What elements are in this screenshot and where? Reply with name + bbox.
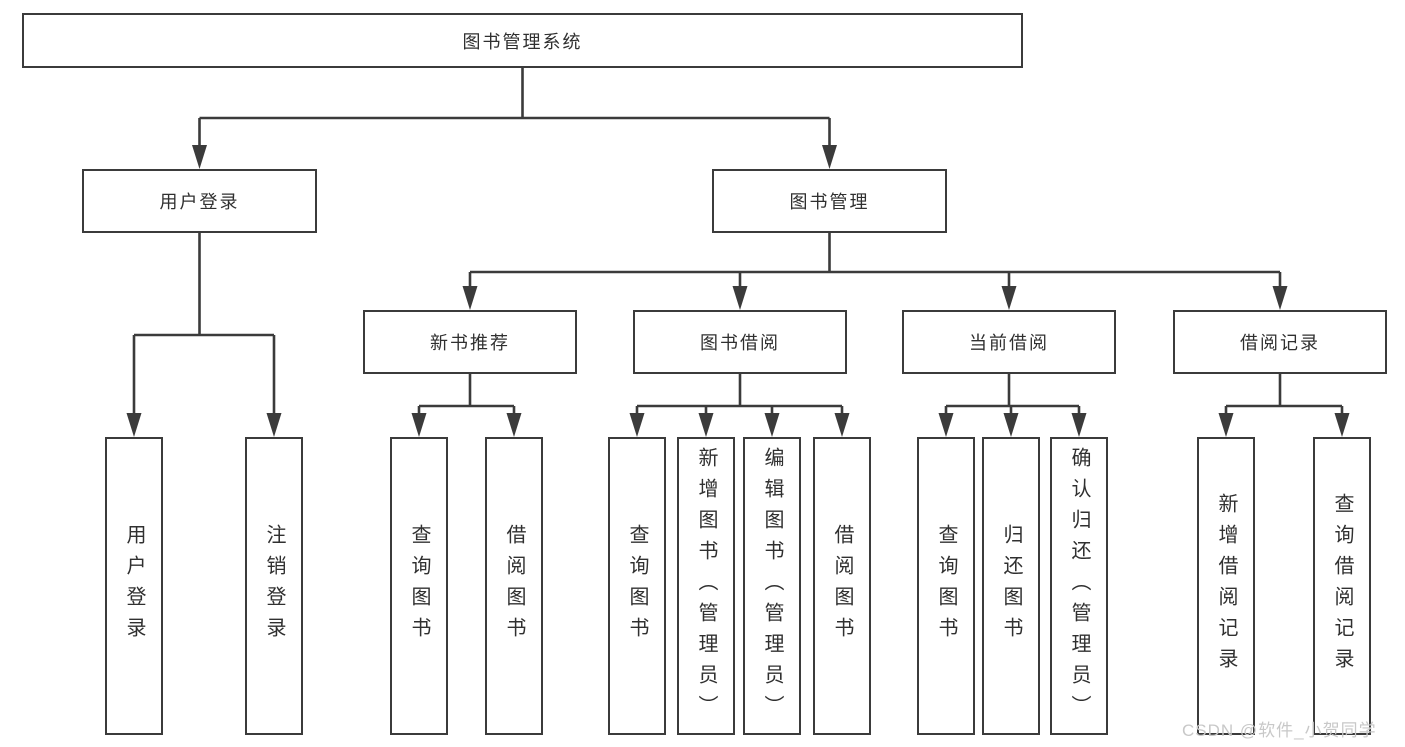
node-label: 用户登录: [123, 524, 145, 648]
edge-line: [1224, 374, 1344, 417]
arrowhead-down-icon: [462, 286, 478, 310]
edge-group: [938, 374, 1087, 437]
node-leaf-borrow-query-book: 查询图书: [608, 437, 666, 735]
node-label: 借阅图书: [503, 524, 525, 648]
node-label: 用户登录: [159, 192, 240, 212]
node-label: 当前借阅: [969, 333, 1049, 353]
arrowhead-down-icon: [698, 413, 714, 437]
arrowhead-down-icon: [192, 145, 207, 169]
node-leaf-return-book: 归还图书: [982, 437, 1040, 735]
arrowhead-down-icon: [266, 413, 282, 437]
node-label: 归还图书: [1000, 524, 1022, 648]
node-borrow-record: 借阅记录: [1173, 310, 1387, 374]
node-label: 图书管理系统: [462, 31, 583, 52]
edge-line: [417, 374, 516, 417]
node-leaf-recommend-borrow-book: 借阅图书: [485, 437, 543, 735]
edge-group: [411, 374, 522, 437]
edge-group: [192, 68, 837, 169]
arrowhead-down-icon: [629, 413, 645, 437]
arrowhead-down-icon: [764, 413, 780, 437]
arrowhead-down-icon: [1218, 413, 1234, 437]
node-current-borrow: 当前借阅: [902, 310, 1116, 374]
csdn-watermark: CSDN @软件_小贺同学: [1182, 721, 1377, 740]
node-label: 新增借阅记录: [1215, 493, 1237, 679]
arrowhead-down-icon: [411, 413, 427, 437]
edge-group: [1218, 374, 1350, 437]
node-label: 查询图书: [408, 524, 430, 648]
node-label: 注销登录: [263, 524, 285, 648]
edge-group: [462, 233, 1288, 310]
node-leaf-recommend-query-book: 查询图书: [390, 437, 448, 735]
arrowhead-down-icon: [1272, 286, 1288, 310]
node-leaf-add-borrow-record: 新增借阅记录: [1197, 437, 1255, 735]
node-label: 查询图书: [935, 524, 957, 648]
arrowhead-down-icon: [1334, 413, 1350, 437]
arrowhead-down-icon: [1001, 286, 1017, 310]
edge-line: [944, 374, 1081, 417]
edge-line: [468, 233, 1282, 290]
edge-line: [132, 233, 276, 417]
node-label: 借阅图书: [831, 524, 853, 648]
node-new-book-recommend: 新书推荐: [363, 310, 577, 374]
node-label: 借阅记录: [1240, 333, 1320, 353]
node-label: 查询图书: [626, 524, 648, 648]
node-leaf-query-borrow-record: 查询借阅记录: [1313, 437, 1371, 735]
node-label: 新书推荐: [430, 333, 510, 353]
arrowhead-down-icon: [938, 413, 954, 437]
arrowhead-down-icon: [822, 145, 837, 169]
node-leaf-logout: 注销登录: [245, 437, 303, 735]
node-book-management: 图书管理: [712, 169, 947, 233]
node-leaf-borrow-borrow-book: 借阅图书: [813, 437, 871, 735]
arrowhead-down-icon: [732, 286, 748, 310]
node-book-borrow: 图书借阅: [633, 310, 847, 374]
node-system-root: 图书管理系统: [22, 13, 1023, 68]
node-label: 图书管理: [789, 192, 870, 212]
node-leaf-edit-book-admin: 编辑图书（管理员）: [743, 437, 801, 735]
node-label: 确认归还（管理员）: [1068, 446, 1090, 726]
node-leaf-add-book-admin: 新增图书（管理员）: [677, 437, 735, 735]
edge-line: [198, 68, 831, 149]
arrowhead-down-icon: [834, 413, 850, 437]
node-user-login: 用户登录: [82, 169, 317, 233]
arrowhead-down-icon: [1003, 413, 1019, 437]
node-leaf-confirm-return-admin: 确认归还（管理员）: [1050, 437, 1108, 735]
node-label: 图书借阅: [700, 333, 780, 353]
arrowhead-down-icon: [126, 413, 142, 437]
arrowhead-down-icon: [506, 413, 522, 437]
edge-group: [126, 233, 282, 437]
node-label: 新增图书（管理员）: [695, 446, 717, 726]
node-label: 查询借阅记录: [1331, 493, 1353, 679]
node-leaf-login: 用户登录: [105, 437, 163, 735]
node-label: 编辑图书（管理员）: [761, 446, 783, 726]
edge-line: [635, 374, 844, 417]
node-leaf-current-query-book: 查询图书: [917, 437, 975, 735]
arrowhead-down-icon: [1071, 413, 1087, 437]
edge-group: [629, 374, 850, 437]
